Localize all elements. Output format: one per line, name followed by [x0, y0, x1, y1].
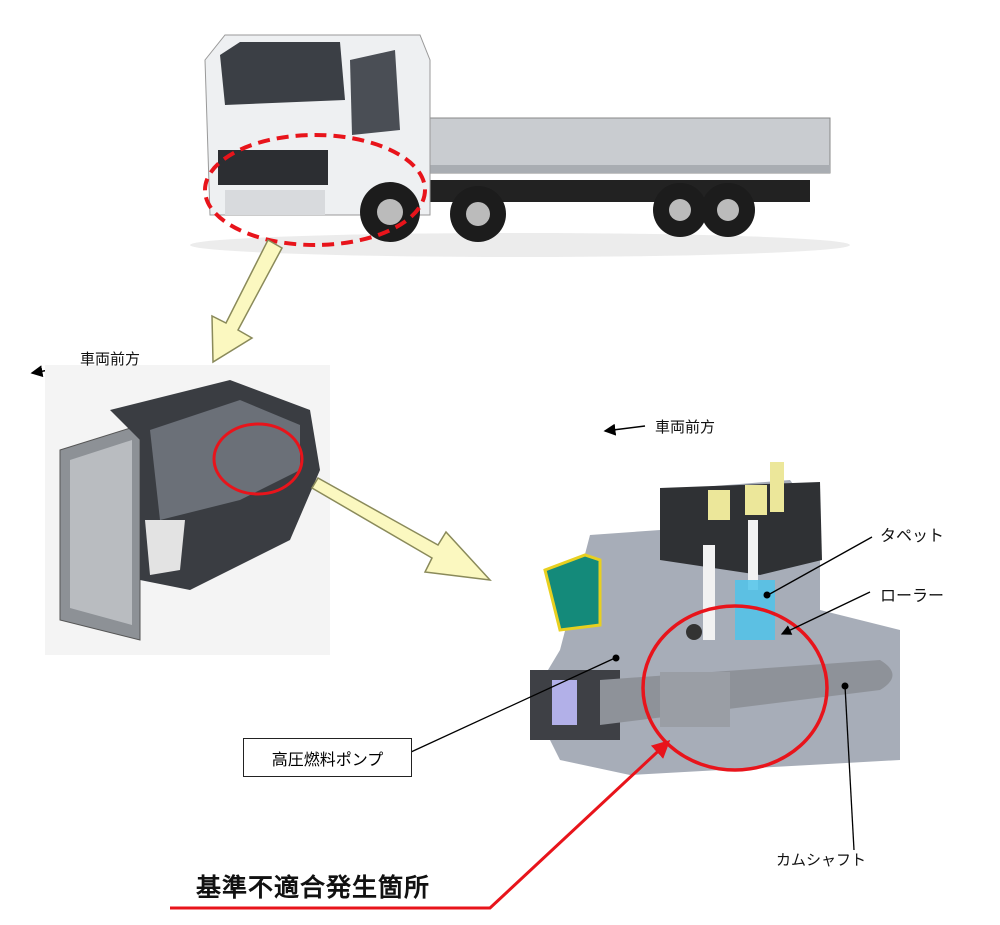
high-pressure-fuel-pump-label: 高圧燃料ポンプ — [243, 738, 412, 777]
front-arrow-2-icon — [603, 423, 646, 436]
nonconformity-location-label: 基準不適合発生箇所 — [196, 873, 431, 902]
pump-leader-line — [410, 657, 616, 753]
engine-image — [45, 365, 330, 655]
zoom-arrow-truck-to-engine — [211, 238, 284, 364]
camshaft-label: カムシャフト — [776, 851, 867, 869]
tappet-leader-line — [767, 536, 873, 596]
vehicle-front-label-2: 車両前方 — [655, 418, 716, 436]
tappet-label: タペット — [880, 526, 945, 545]
nonconformity-pointer-line — [170, 739, 671, 910]
pump-cutaway-image — [530, 462, 900, 775]
zoom-arrow-engine-to-pump — [310, 476, 492, 581]
engine-highlight-circle — [212, 422, 304, 496]
roller-leader-line — [780, 591, 871, 635]
pump-highlight-circle — [641, 604, 829, 772]
camshaft-leader-line — [844, 685, 855, 851]
vehicle-front-label-1: 車両前方 — [80, 350, 141, 368]
truck-image — [190, 34, 850, 257]
truck-highlight-ellipse — [203, 133, 427, 247]
roller-label: ローラー — [880, 586, 945, 605]
